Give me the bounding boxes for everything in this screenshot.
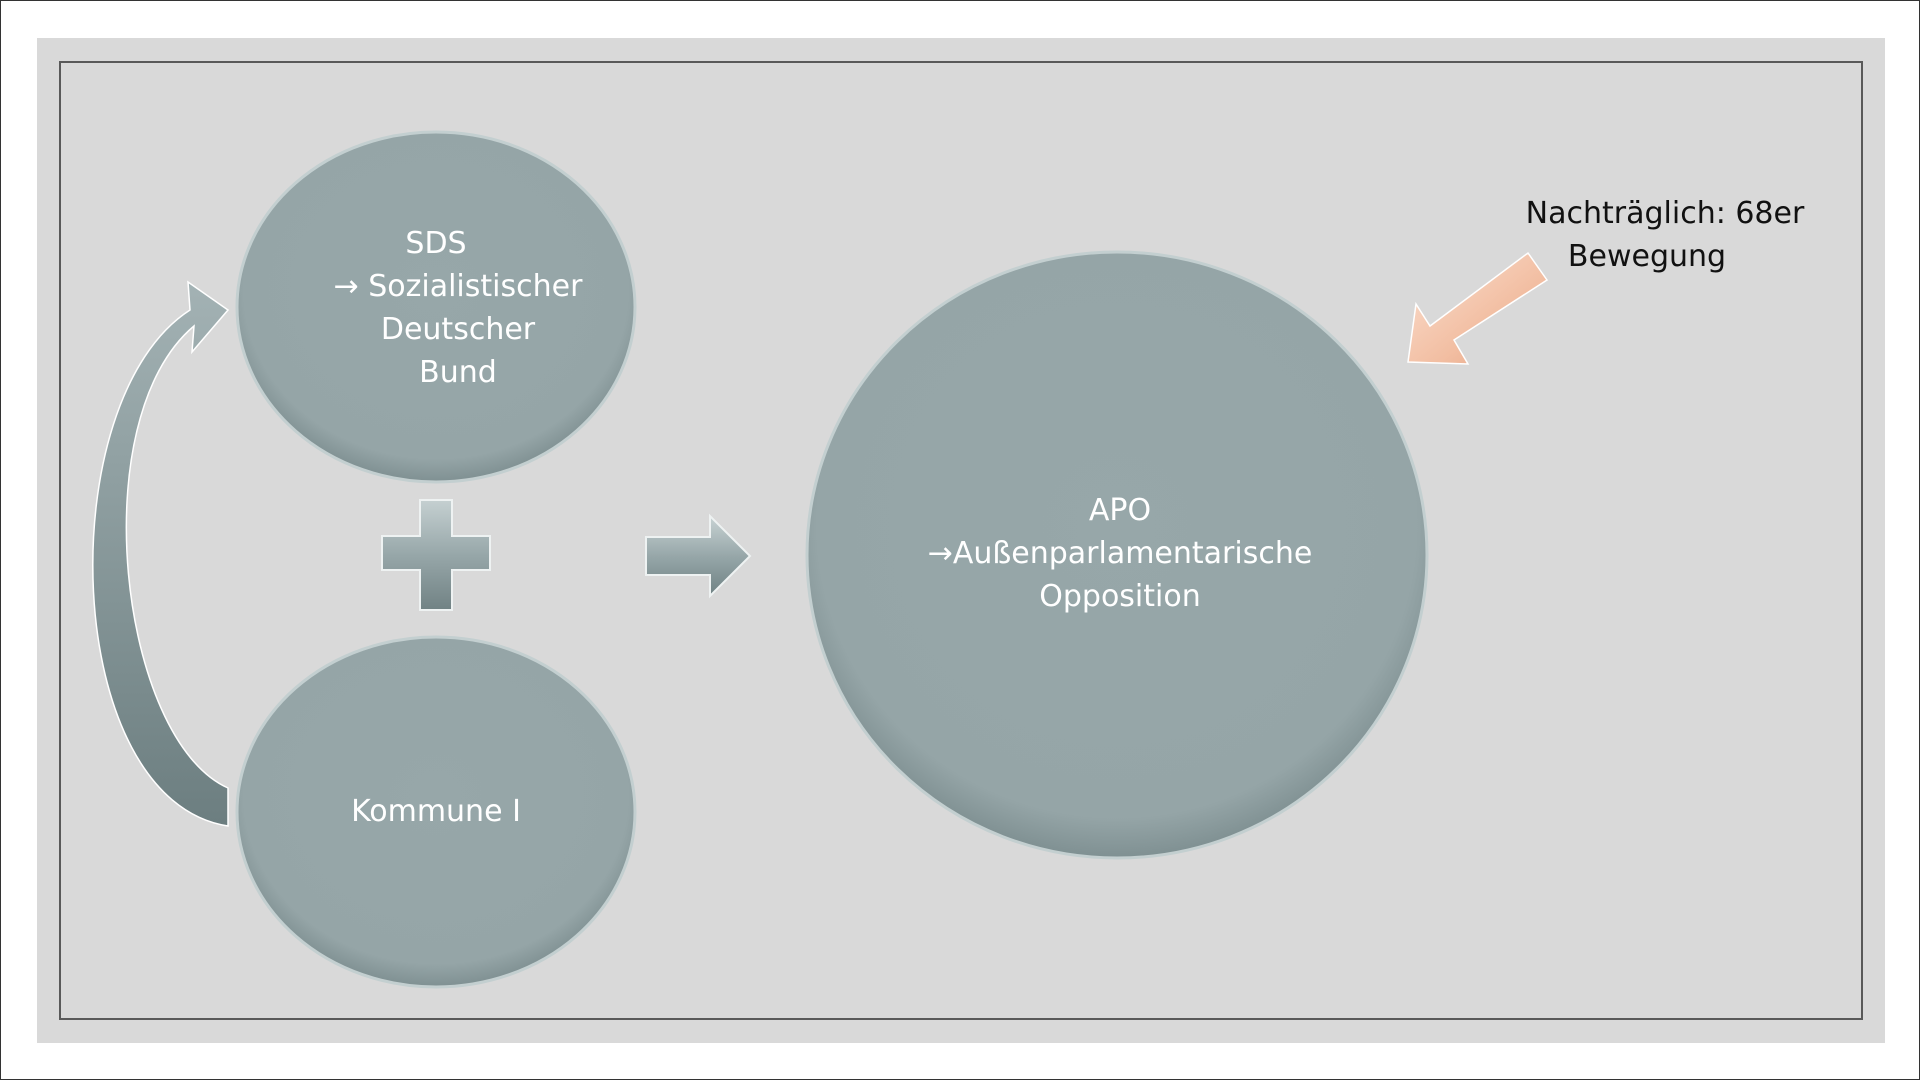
sds-circle (235, 130, 637, 484)
apo-label: APO →Außenparlamentarische Opposition (880, 489, 1360, 618)
apo-circle (805, 250, 1429, 860)
sds-title: SDS (405, 226, 467, 261)
apo-title: APO (1088, 493, 1152, 528)
slide-frame (59, 61, 1863, 1020)
kommune-label: Kommune I (351, 794, 521, 829)
apo-arrow-line: →Außenparlamentarische (927, 536, 1313, 571)
note-line-1: Nachträglich: 68er (1525, 196, 1805, 231)
curved-arrow-kommune-to-sds (92, 280, 230, 827)
apo-line-opposition: Opposition (1039, 579, 1201, 614)
sds-line-deutscher: Deutscher (380, 312, 536, 347)
right-arrow-icon (645, 513, 752, 599)
sds-arrow-line: → Sozialistischer (333, 269, 583, 304)
note-arrow-icon (1407, 251, 1549, 365)
plus-icon (381, 499, 491, 611)
sds-line-bund: Bund (419, 355, 497, 390)
kommune-circle (235, 635, 637, 989)
note-label: Nachträglich: 68er Bewegung (1480, 192, 1850, 278)
sds-label: SDS → Sozialistischer Deutscher Bund (306, 222, 583, 394)
note-line-2: Bewegung (1567, 239, 1727, 274)
